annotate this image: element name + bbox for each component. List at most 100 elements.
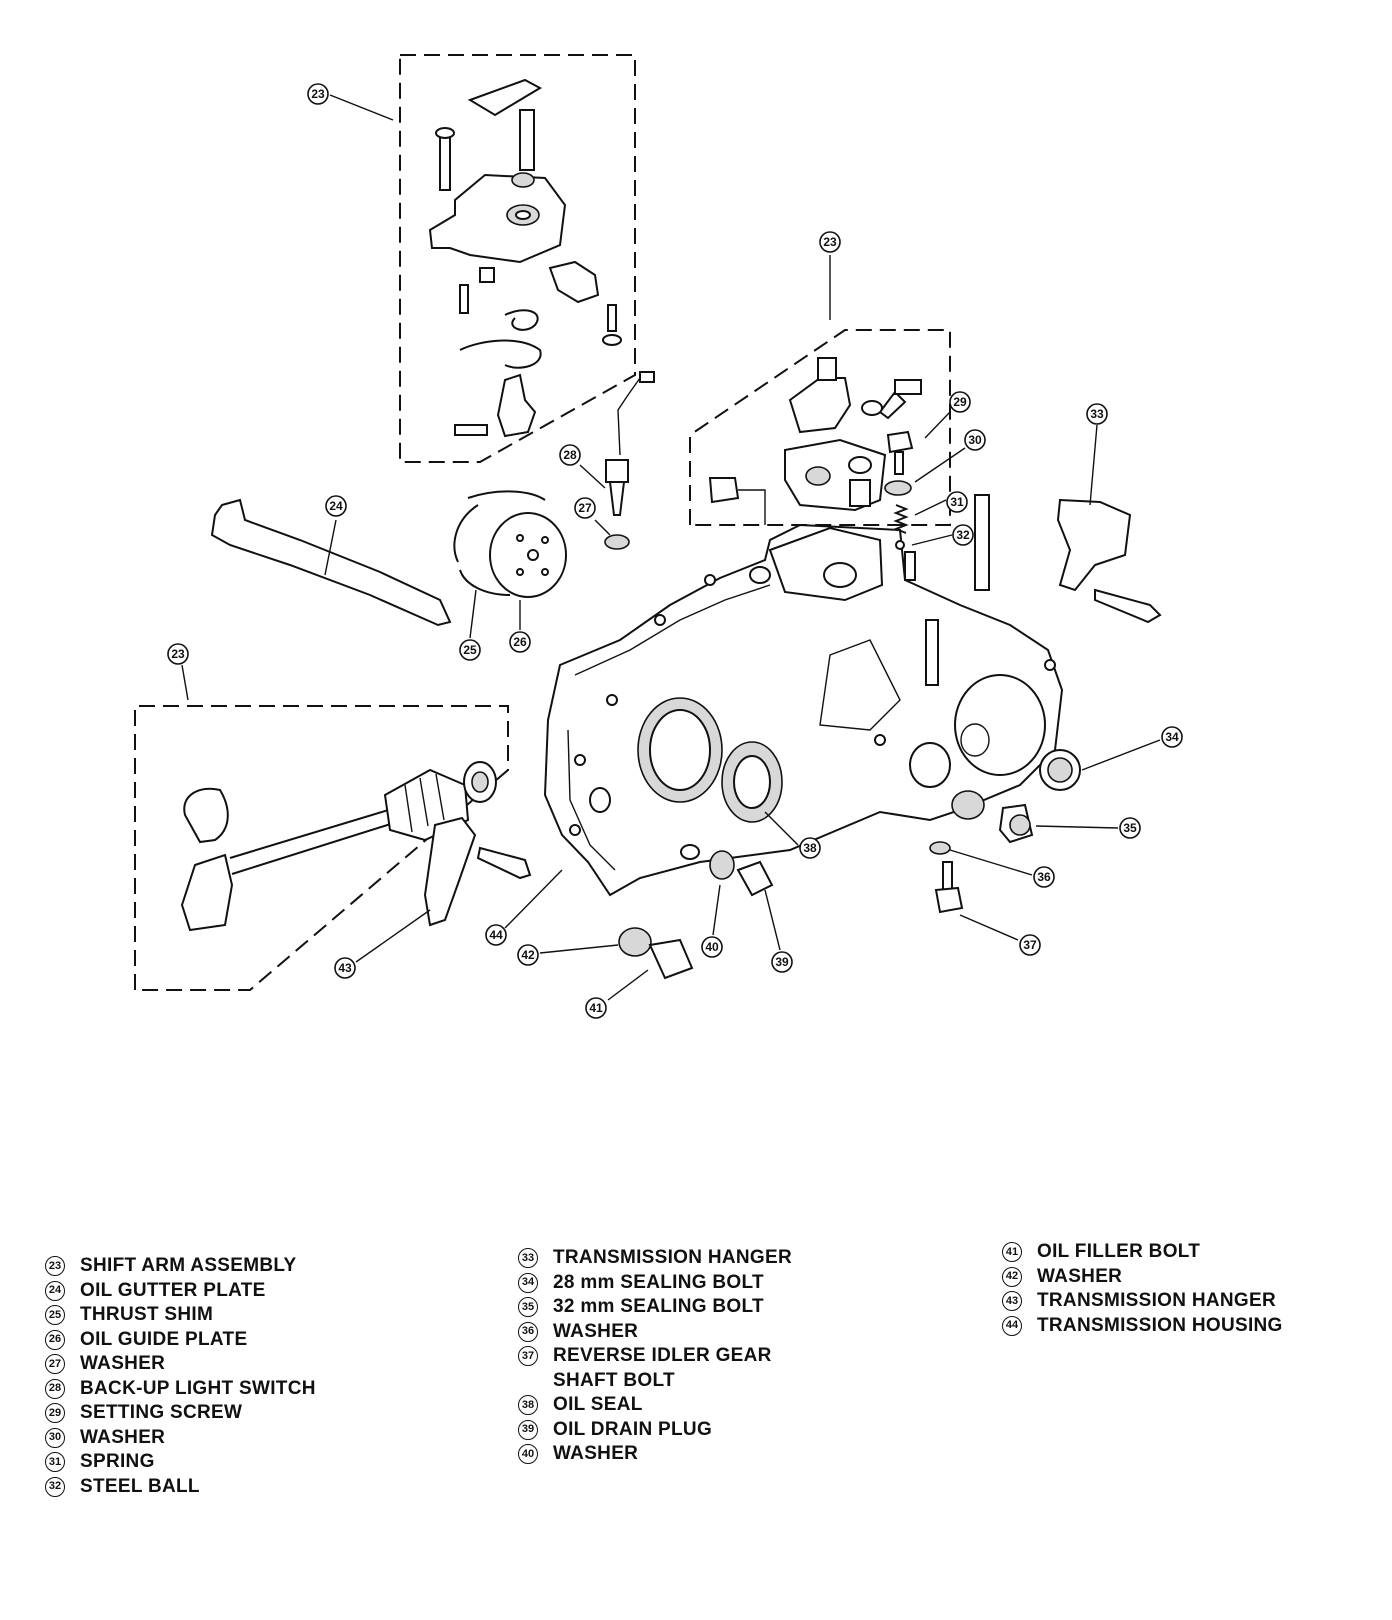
inset-shift-arm-right	[689, 329, 951, 526]
legend-number: 38	[518, 1395, 538, 1415]
callout-marker: 44	[485, 924, 507, 946]
callout-marker: 29	[949, 391, 971, 413]
svg-text:43: 43	[338, 961, 352, 975]
callout-marker: 38	[799, 837, 821, 859]
legend-label: OIL GUIDE PLATE	[80, 1328, 248, 1350]
legend-item: 39 OIL DRAIN PLUG	[518, 1418, 792, 1443]
svg-text:30: 30	[968, 433, 982, 447]
legend-label: WASHER	[553, 1443, 639, 1464]
legend-item: 31 SPRING	[45, 1450, 316, 1475]
callout-marker: 40	[701, 936, 723, 958]
callout-marker: 23	[819, 231, 841, 253]
legend-item: 36 WASHER	[518, 1320, 792, 1345]
callout-marker: 30	[964, 429, 986, 451]
svg-text:24: 24	[329, 499, 343, 513]
legend-number: 36	[518, 1321, 538, 1342]
legend-item: 26 OIL GUIDE PLATE	[45, 1328, 316, 1353]
callout-marker: 37	[1019, 934, 1041, 956]
callout-marker: 27	[574, 497, 596, 519]
legend-number: 33	[518, 1248, 538, 1268]
callout-marker: 42	[517, 944, 539, 966]
callout-marker: 41	[585, 997, 607, 1019]
callout-marker: 34	[1161, 726, 1183, 748]
callout-marker: 43	[334, 957, 356, 979]
callout-markers: 23 23 23 24 25 26 27 28 29 30 31 32 33 3…	[167, 83, 1183, 1019]
leader-lines	[181, 94, 1161, 1001]
svg-text:35: 35	[1123, 821, 1137, 835]
exploded-parts-diagram: 23 23 23 24 25 26 27 28 29 30 31 32 33 3…	[134, 54, 1183, 1019]
legend-label: SPRING	[80, 1451, 155, 1472]
legend-number: 30	[45, 1427, 65, 1448]
svg-text:33: 33	[1090, 407, 1104, 421]
svg-text:27: 27	[578, 501, 592, 515]
legend-label: WASHER	[1037, 1265, 1123, 1287]
legend-number: 26	[45, 1329, 65, 1350]
legend-item: 44 TRANSMISSION HOUSING	[1002, 1314, 1283, 1339]
callout-marker: 28	[559, 444, 581, 466]
callout-marker: 35	[1119, 817, 1141, 839]
legend-number: 31	[45, 1452, 65, 1472]
legend-label: 32 mm SEALING BOLT	[553, 1296, 764, 1317]
svg-text:36: 36	[1037, 870, 1051, 884]
legend-label: OIL GUTTER PLATE	[80, 1279, 266, 1301]
svg-text:37: 37	[1023, 938, 1037, 952]
legend-number: 24	[45, 1280, 65, 1301]
svg-text:32: 32	[956, 528, 970, 542]
legend-label: WASHER	[553, 1320, 639, 1342]
legend-label: OIL DRAIN PLUG	[553, 1418, 713, 1440]
legend-item: 38 OIL SEAL	[518, 1393, 792, 1418]
legend-label: OIL FILLER BOLT	[1037, 1241, 1201, 1262]
svg-text:39: 39	[775, 955, 789, 969]
svg-text:40: 40	[705, 940, 719, 954]
callout-marker: 32	[952, 524, 974, 546]
legend-number: 23	[45, 1256, 65, 1276]
callout-marker: 39	[771, 951, 793, 973]
svg-text:23: 23	[311, 87, 325, 101]
legend-number: 28	[45, 1378, 65, 1399]
legend-label: SHIFT ARM ASSEMBLY	[80, 1255, 297, 1276]
legend-label: TRANSMISSION HANGER	[1037, 1290, 1276, 1311]
callout-marker: 36	[1033, 866, 1055, 888]
inset-shift-arm-left	[134, 705, 509, 991]
svg-text:44: 44	[489, 928, 503, 942]
loose-parts	[210, 371, 1162, 980]
legend-label: TRANSMISSION HOUSING	[1037, 1314, 1283, 1336]
legend-number: 39	[518, 1419, 538, 1440]
legend-number: 25	[45, 1305, 65, 1325]
legend-label: 28 mm SEALING BOLT	[553, 1271, 764, 1293]
callout-marker: 33	[1086, 403, 1108, 425]
svg-text:31: 31	[950, 495, 964, 509]
legend-label: BACK-UP LIGHT SWITCH	[80, 1377, 316, 1399]
svg-text:25: 25	[463, 643, 477, 657]
svg-text:38: 38	[803, 841, 817, 855]
legend-number: 37	[518, 1346, 538, 1366]
legend-number: 32	[45, 1476, 65, 1497]
legend-number: 40	[518, 1444, 538, 1464]
callout-marker: 23	[167, 643, 189, 665]
svg-text:29: 29	[953, 395, 967, 409]
legend-label: THRUST SHIM	[80, 1304, 214, 1325]
svg-text:26: 26	[513, 635, 527, 649]
legend-number: 44	[1002, 1315, 1022, 1336]
svg-text:41: 41	[589, 1001, 603, 1015]
legend-number: 29	[45, 1403, 65, 1423]
svg-text:34: 34	[1165, 730, 1179, 744]
legend-label: OIL SEAL	[553, 1394, 643, 1415]
svg-text:28: 28	[563, 448, 577, 462]
callout-marker: 24	[325, 495, 347, 517]
legend-item: 25 THRUST SHIM	[45, 1303, 316, 1328]
callout-marker: 26	[509, 631, 531, 653]
